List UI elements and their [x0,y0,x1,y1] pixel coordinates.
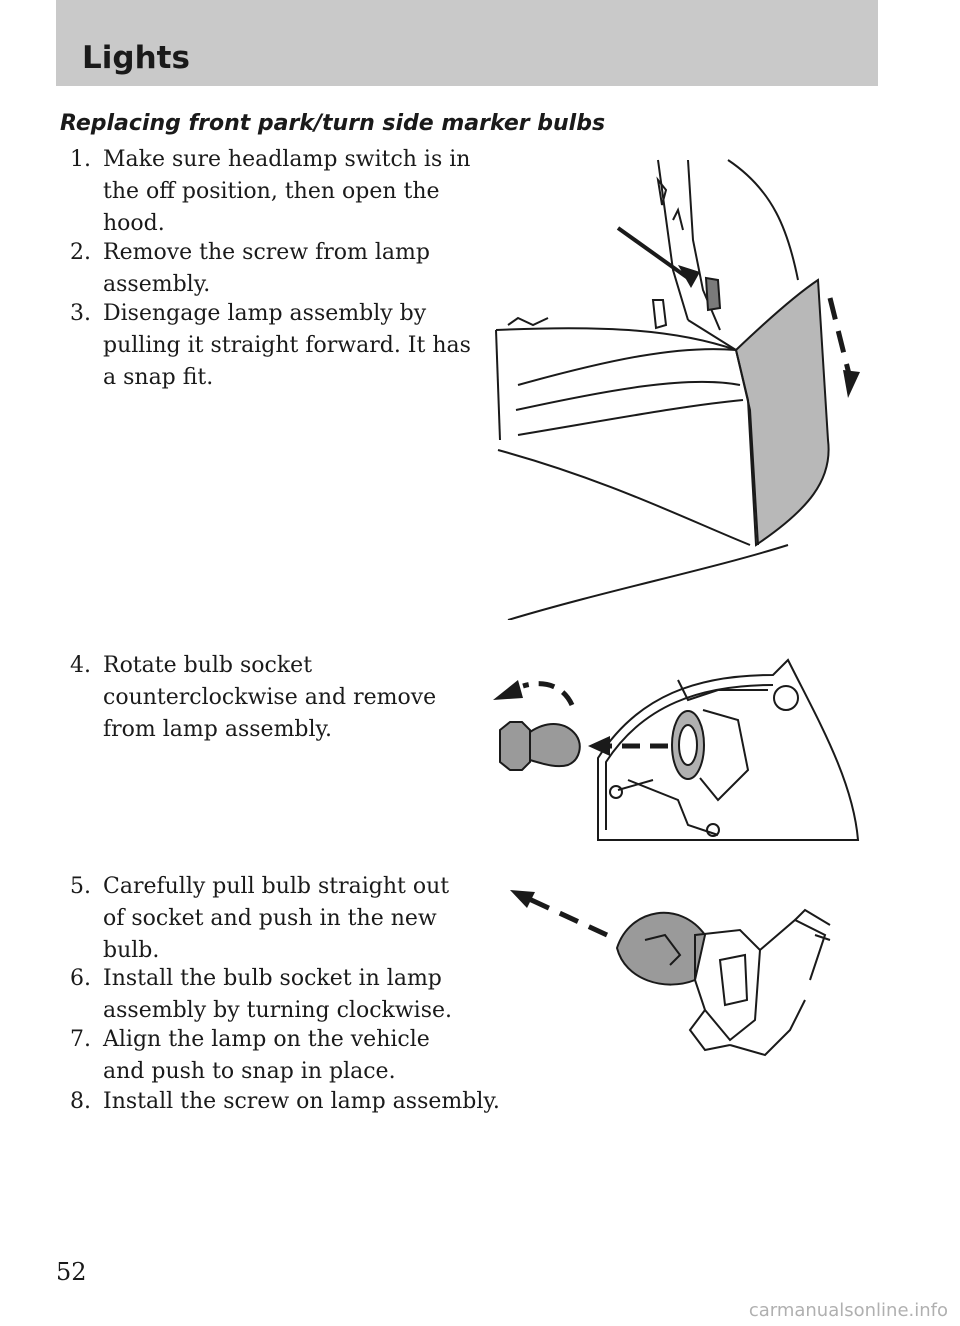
step-4: 4. Rotate bulb socket counterclockwise a… [70,650,436,746]
step-line: Install the screw on lamp assembly. [103,1089,500,1114]
step-7: 7. Align the lamp on the vehicle and pus… [70,1024,430,1088]
step-number: 6. [70,966,91,991]
step-line: Disengage lamp assembly by [103,301,427,326]
step-number: 4. [70,653,91,678]
step-line: counterclockwise and remove [103,685,437,710]
header-band [56,0,878,86]
step-line: of socket and push in the new [103,906,437,931]
step-line: Make sure headlamp switch is in [103,147,471,172]
step-line: from lamp assembly. [103,717,333,742]
lamp-removal-illustration [495,159,860,620]
step-number: 7. [70,1027,91,1052]
step-line: Remove the screw from lamp [103,240,430,265]
step-line: Carefully pull bulb straight out [103,874,450,899]
step-line: bulb. [103,938,160,963]
step-5: 5. Carefully pull bulb straight out of s… [70,871,449,967]
step-line: Install the bulb socket in lamp [103,966,442,991]
step-2: 2. Remove the screw from lamp assembly. [70,237,430,301]
step-line: a snap fit. [103,365,214,390]
step-number: 8. [70,1089,91,1114]
bulb-replacement-illustration [510,890,831,1057]
procedure-heading: Replacing front park/turn side marker bu… [60,111,606,136]
watermark: carmanualsonline.info [748,1300,948,1321]
step-number: 1. [70,147,91,172]
step-line: hood. [103,211,165,236]
step-number: 2. [70,240,91,265]
step-8: 8. Install the screw on lamp assembly. [70,1086,500,1118]
step-line: Align the lamp on the vehicle [103,1027,430,1052]
step-line: assembly by turning clockwise. [103,998,453,1023]
section-title: Lights [82,40,190,76]
step-1: 1. Make sure headlamp switch is in the o… [70,144,470,240]
step-number: 5. [70,874,91,899]
step-line: the off position, then open the [103,179,440,204]
page-number: 52 [56,1258,87,1286]
step-6: 6. Install the bulb socket in lamp assem… [70,963,452,1027]
step-line: pulling it straight forward. It has [103,333,471,358]
step-3: 3. Disengage lamp assembly by pulling it… [70,298,471,394]
socket-rotation-illustration [493,658,860,841]
step-number: 3. [70,301,91,326]
step-line: assembly. [103,272,211,297]
step-line: and push to snap in place. [103,1059,396,1084]
step-line: Rotate bulb socket [103,653,313,678]
